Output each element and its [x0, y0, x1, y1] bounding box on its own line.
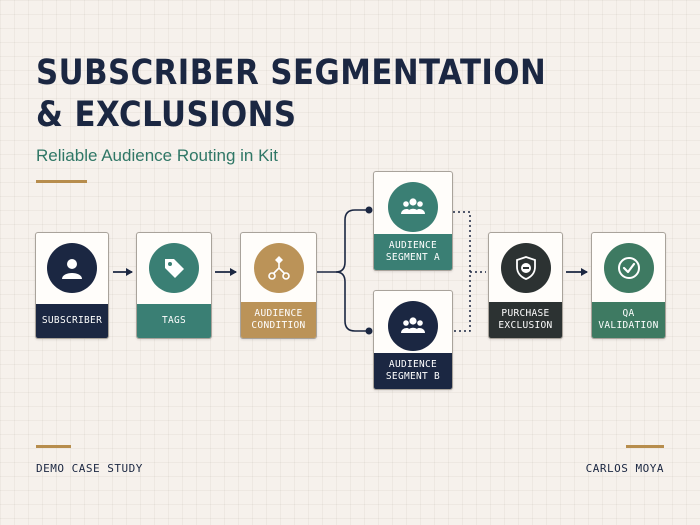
tags-node: TAGS — [136, 232, 212, 339]
group-icon — [388, 301, 438, 351]
title-divider — [36, 180, 87, 183]
branch-icon — [253, 243, 304, 293]
group-icon — [388, 182, 438, 232]
purchase-exclusion-node: PURCHASE EXCLUSION — [488, 232, 563, 339]
branch-connector-to-segment-a — [317, 209, 368, 273]
person-icon — [47, 243, 97, 293]
purchase-exclusion-label: PURCHASE EXCLUSION — [489, 302, 562, 338]
audience-condition-node: AUDIENCE CONDITION — [240, 232, 317, 339]
subscriber-node: SUBSCRIBER — [35, 232, 109, 339]
footer-author: CARLOS MOYA — [585, 462, 664, 475]
shield-minus-icon — [500, 243, 551, 293]
audience-segment-b-node: AUDIENCE SEGMENT B — [373, 290, 453, 390]
tags-label: TAGS — [137, 304, 211, 338]
footer-left-divider — [36, 445, 71, 448]
title-line-1: SUBSCRIBER SEGMENTATION — [36, 53, 547, 93]
subscriber-label: SUBSCRIBER — [36, 304, 108, 338]
branch-connector-to-segment-b — [335, 271, 368, 332]
qa-validation-node: QA VALIDATION — [591, 232, 666, 339]
dotted-merge-connector — [453, 211, 486, 332]
audience-segment-a-label: AUDIENCE SEGMENT A — [374, 234, 452, 270]
tag-icon — [149, 243, 199, 293]
footer-left-text: DEMO CASE STUDY — [36, 462, 143, 475]
title-line-2: & EXCLUSIONS — [36, 95, 297, 135]
branch-dot-b — [365, 327, 373, 335]
audience-segment-a-node: AUDIENCE SEGMENT A — [373, 171, 453, 271]
check-circle-icon — [603, 243, 654, 293]
qa-validation-label: QA VALIDATION — [592, 302, 665, 338]
audience-segment-b-label: AUDIENCE SEGMENT B — [374, 353, 452, 389]
audience-condition-label: AUDIENCE CONDITION — [241, 302, 316, 338]
page-title: SUBSCRIBER SEGMENTATION & EXCLUSIONS — [36, 52, 546, 136]
footer-right-divider — [626, 445, 664, 448]
subtitle: Reliable Audience Routing in Kit — [36, 146, 278, 165]
branch-dot-a — [365, 206, 373, 214]
